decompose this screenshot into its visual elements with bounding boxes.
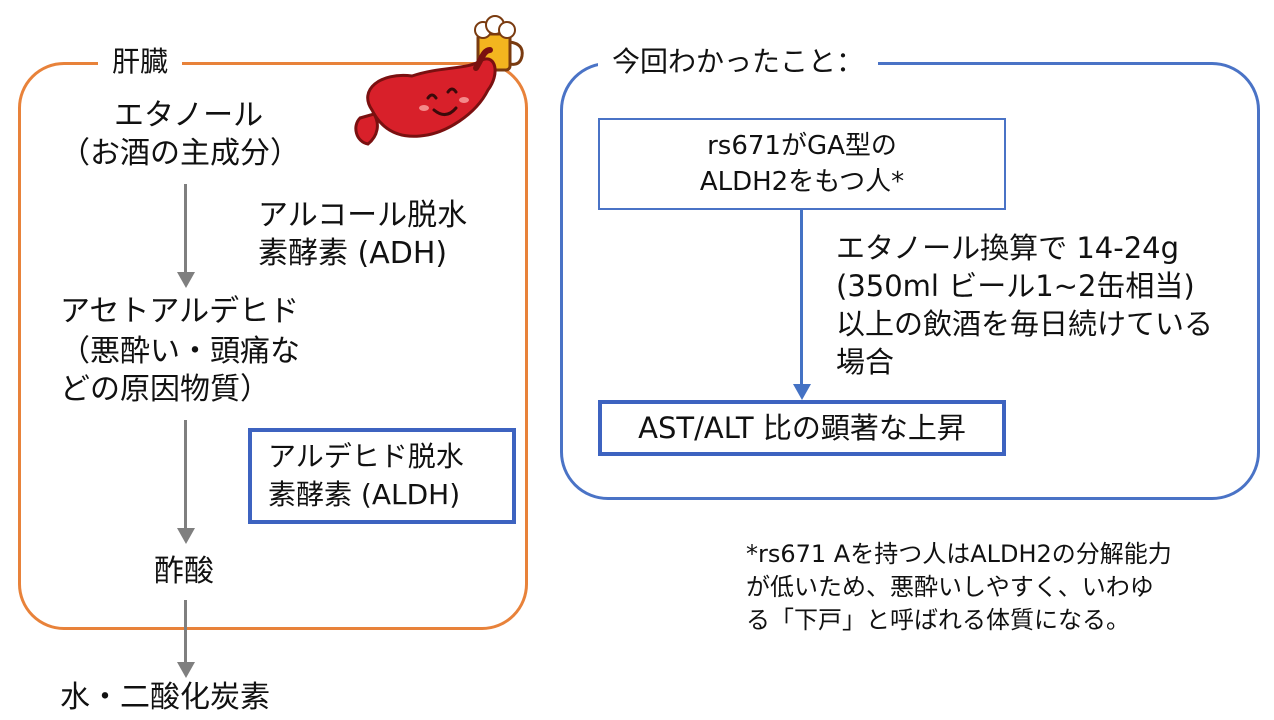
arrow-acetaldehyde-to-acetic-acid (184, 420, 187, 528)
condition-line2: (350ml ビール1~2缶相当) (836, 269, 1195, 303)
arrow-head-icon (177, 272, 195, 288)
liver-character-with-beer-icon (354, 15, 524, 146)
acetaldehyde-note-line1: （悪酔い・頭痛な (60, 334, 300, 369)
arrow-acetic-acid-to-end-products (184, 600, 187, 662)
genotype-line1: rs671がGA型の (707, 131, 897, 161)
acetic-acid-label: 酢酸 (154, 554, 214, 589)
arrow-genotype-to-result (800, 210, 803, 384)
findings-frame (560, 62, 1260, 500)
footnote-line1: *rs671 Aを持つ人はALDH2の分解能力 (746, 540, 1172, 568)
adh-label-line2: 素酵素 (ADH) (258, 236, 448, 271)
findings-title: 今回わかったこと： (598, 44, 879, 80)
arrow-head-icon (177, 528, 195, 544)
arrow-ethanol-to-acetaldehyde (184, 184, 187, 272)
arrow-head-icon (793, 384, 811, 400)
liver-frame (18, 62, 528, 630)
result-box: AST/ALT 比の顕著な上昇 (598, 400, 1006, 456)
condition-line3: 以上の飲酒を毎日続けている (836, 307, 1214, 341)
aldh-enzyme-box: アルデヒド脱水 素酵素 (ALDH) (248, 428, 516, 524)
acetaldehyde-label: アセトアルデヒド (60, 294, 300, 329)
aldh-label-line2: 素酵素 (ALDH) (268, 478, 461, 511)
liver-title: 肝臓 (98, 44, 183, 80)
genotype-line2: ALDH2をもつ人* (699, 167, 905, 197)
condition-line4: 場合 (836, 345, 895, 379)
end-products-label: 水・二酸化炭素 (60, 680, 270, 715)
result-label: AST/ALT 比の顕著な上昇 (638, 411, 966, 445)
adh-label-line1: アルコール脱水 (258, 198, 468, 233)
condition-line1: エタノール換算で 14-24g (836, 231, 1180, 265)
ethanol-note: （お酒の主成分） (60, 136, 300, 171)
footnote-line2: が低いため、悪酔いしやすく、いわゆ (746, 573, 1154, 601)
aldh-label-line1: アルデヒド脱水 (268, 440, 464, 473)
acetaldehyde-note-line2: どの原因物質） (60, 372, 270, 407)
genotype-box: rs671がGA型の ALDH2をもつ人* (598, 118, 1006, 210)
ethanol-label: エタノール (114, 98, 264, 133)
footnote-line3: る「下戸」と呼ばれる体質になる。 (746, 606, 1130, 634)
arrow-head-icon (177, 662, 195, 678)
